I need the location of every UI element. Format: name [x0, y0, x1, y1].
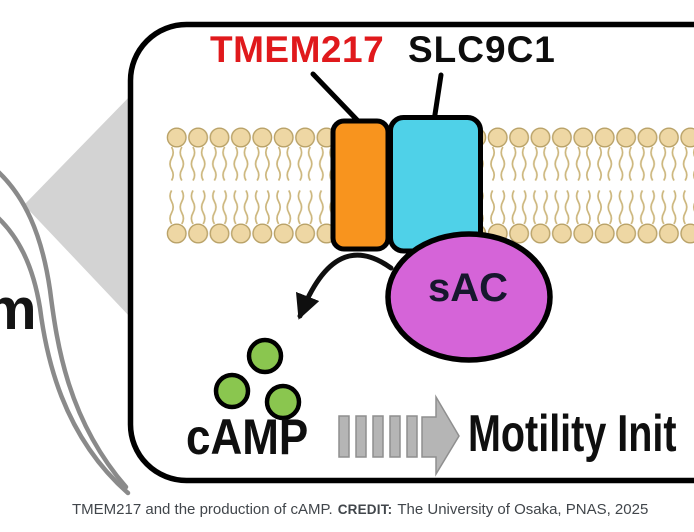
- signal-arrow: [338, 394, 460, 477]
- label-pointer-slc9c1: [431, 72, 444, 124]
- camp-dot: [213, 372, 251, 410]
- signal-arrow-bar: [338, 415, 350, 458]
- flagellum-line-inner: [0, 216, 131, 496]
- label-pointer-tmem217: [310, 71, 363, 126]
- tmem217-box: [330, 118, 391, 252]
- slc9c1-label: SLC9C1: [408, 29, 556, 70]
- flagellum-line-outer: [0, 170, 129, 490]
- camp-dot: [264, 383, 302, 421]
- caption-credit-label: CREDIT:: [337, 502, 393, 517]
- sac-ellipse: [385, 231, 553, 363]
- motility-label: Motility Init: [468, 405, 677, 463]
- sac-label: sAC: [427, 266, 509, 310]
- tmem217-label: TMEM217: [210, 29, 385, 70]
- signal-arrow-bar: [355, 415, 367, 458]
- signal-arrow-bar: [406, 415, 418, 458]
- camp-dot: [246, 337, 284, 375]
- slc9c1-box: [388, 115, 483, 254]
- sperm-label-fragment: m: [0, 277, 37, 342]
- figure-caption: TMEM217 and the production of cAMP. CREDI…: [72, 501, 648, 518]
- caption-text: TMEM217 and the production of cAMP.: [72, 501, 333, 518]
- signal-arrow-bar: [389, 415, 401, 458]
- caption-credit-text: The University of Osaka, PNAS, 2025: [397, 501, 649, 518]
- signal-arrow-bar: [372, 415, 384, 458]
- camp-label: cAMP: [186, 409, 309, 465]
- production-arrow: [296, 252, 394, 320]
- signal-arrow-head: [421, 394, 460, 477]
- zoom-triangle: [24, 95, 131, 318]
